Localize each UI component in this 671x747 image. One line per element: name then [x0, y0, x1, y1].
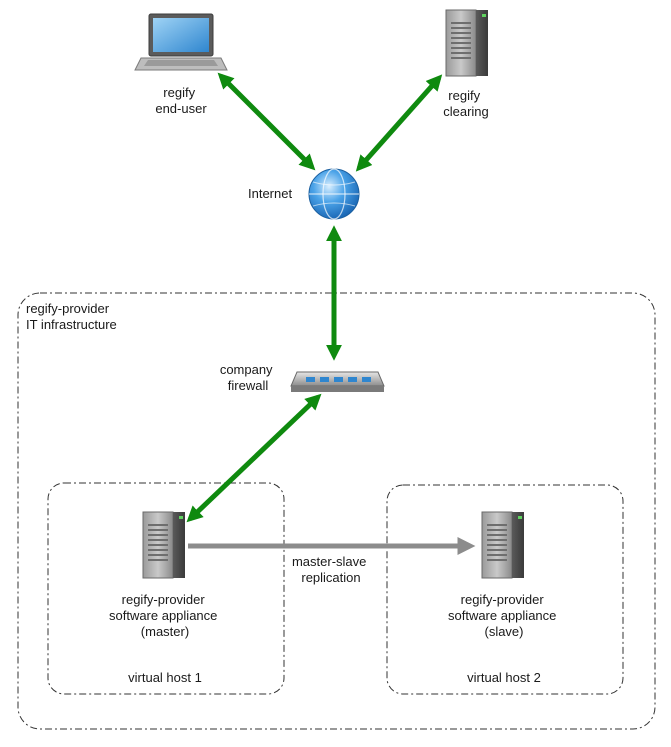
replication-label: master-slave replication [292, 554, 370, 585]
connection-enduser-internet [217, 72, 316, 171]
connection-clearing-internet [355, 74, 443, 172]
clearing-label: regify clearing [443, 88, 489, 119]
server-icon [445, 9, 488, 77]
virtual-host-2-boundary [386, 484, 624, 695]
server-icon [142, 511, 185, 579]
master-label: regify-provider software appliance (mast… [109, 592, 221, 639]
connections [186, 72, 443, 523]
slave-label: regify-provider software appliance (slav… [448, 592, 560, 639]
globe-icon [308, 168, 360, 220]
server-icon [481, 511, 524, 579]
infrastructure-label: regify-provider IT infrastructure [26, 301, 117, 332]
virtual-host-1-boundary [47, 482, 285, 695]
virtual-host-2-label: virtual host 2 [467, 670, 541, 685]
virtual-host-1-label: virtual host 1 [128, 670, 202, 685]
end-user-label: regify end-user [155, 85, 207, 116]
firewall-icon [290, 371, 385, 392]
laptop-icon [134, 13, 228, 71]
connection-firewall-master [186, 393, 322, 523]
firewall-label: company firewall [220, 362, 276, 393]
infrastructure-boundary [17, 292, 656, 730]
internet-label: Internet [248, 186, 292, 201]
